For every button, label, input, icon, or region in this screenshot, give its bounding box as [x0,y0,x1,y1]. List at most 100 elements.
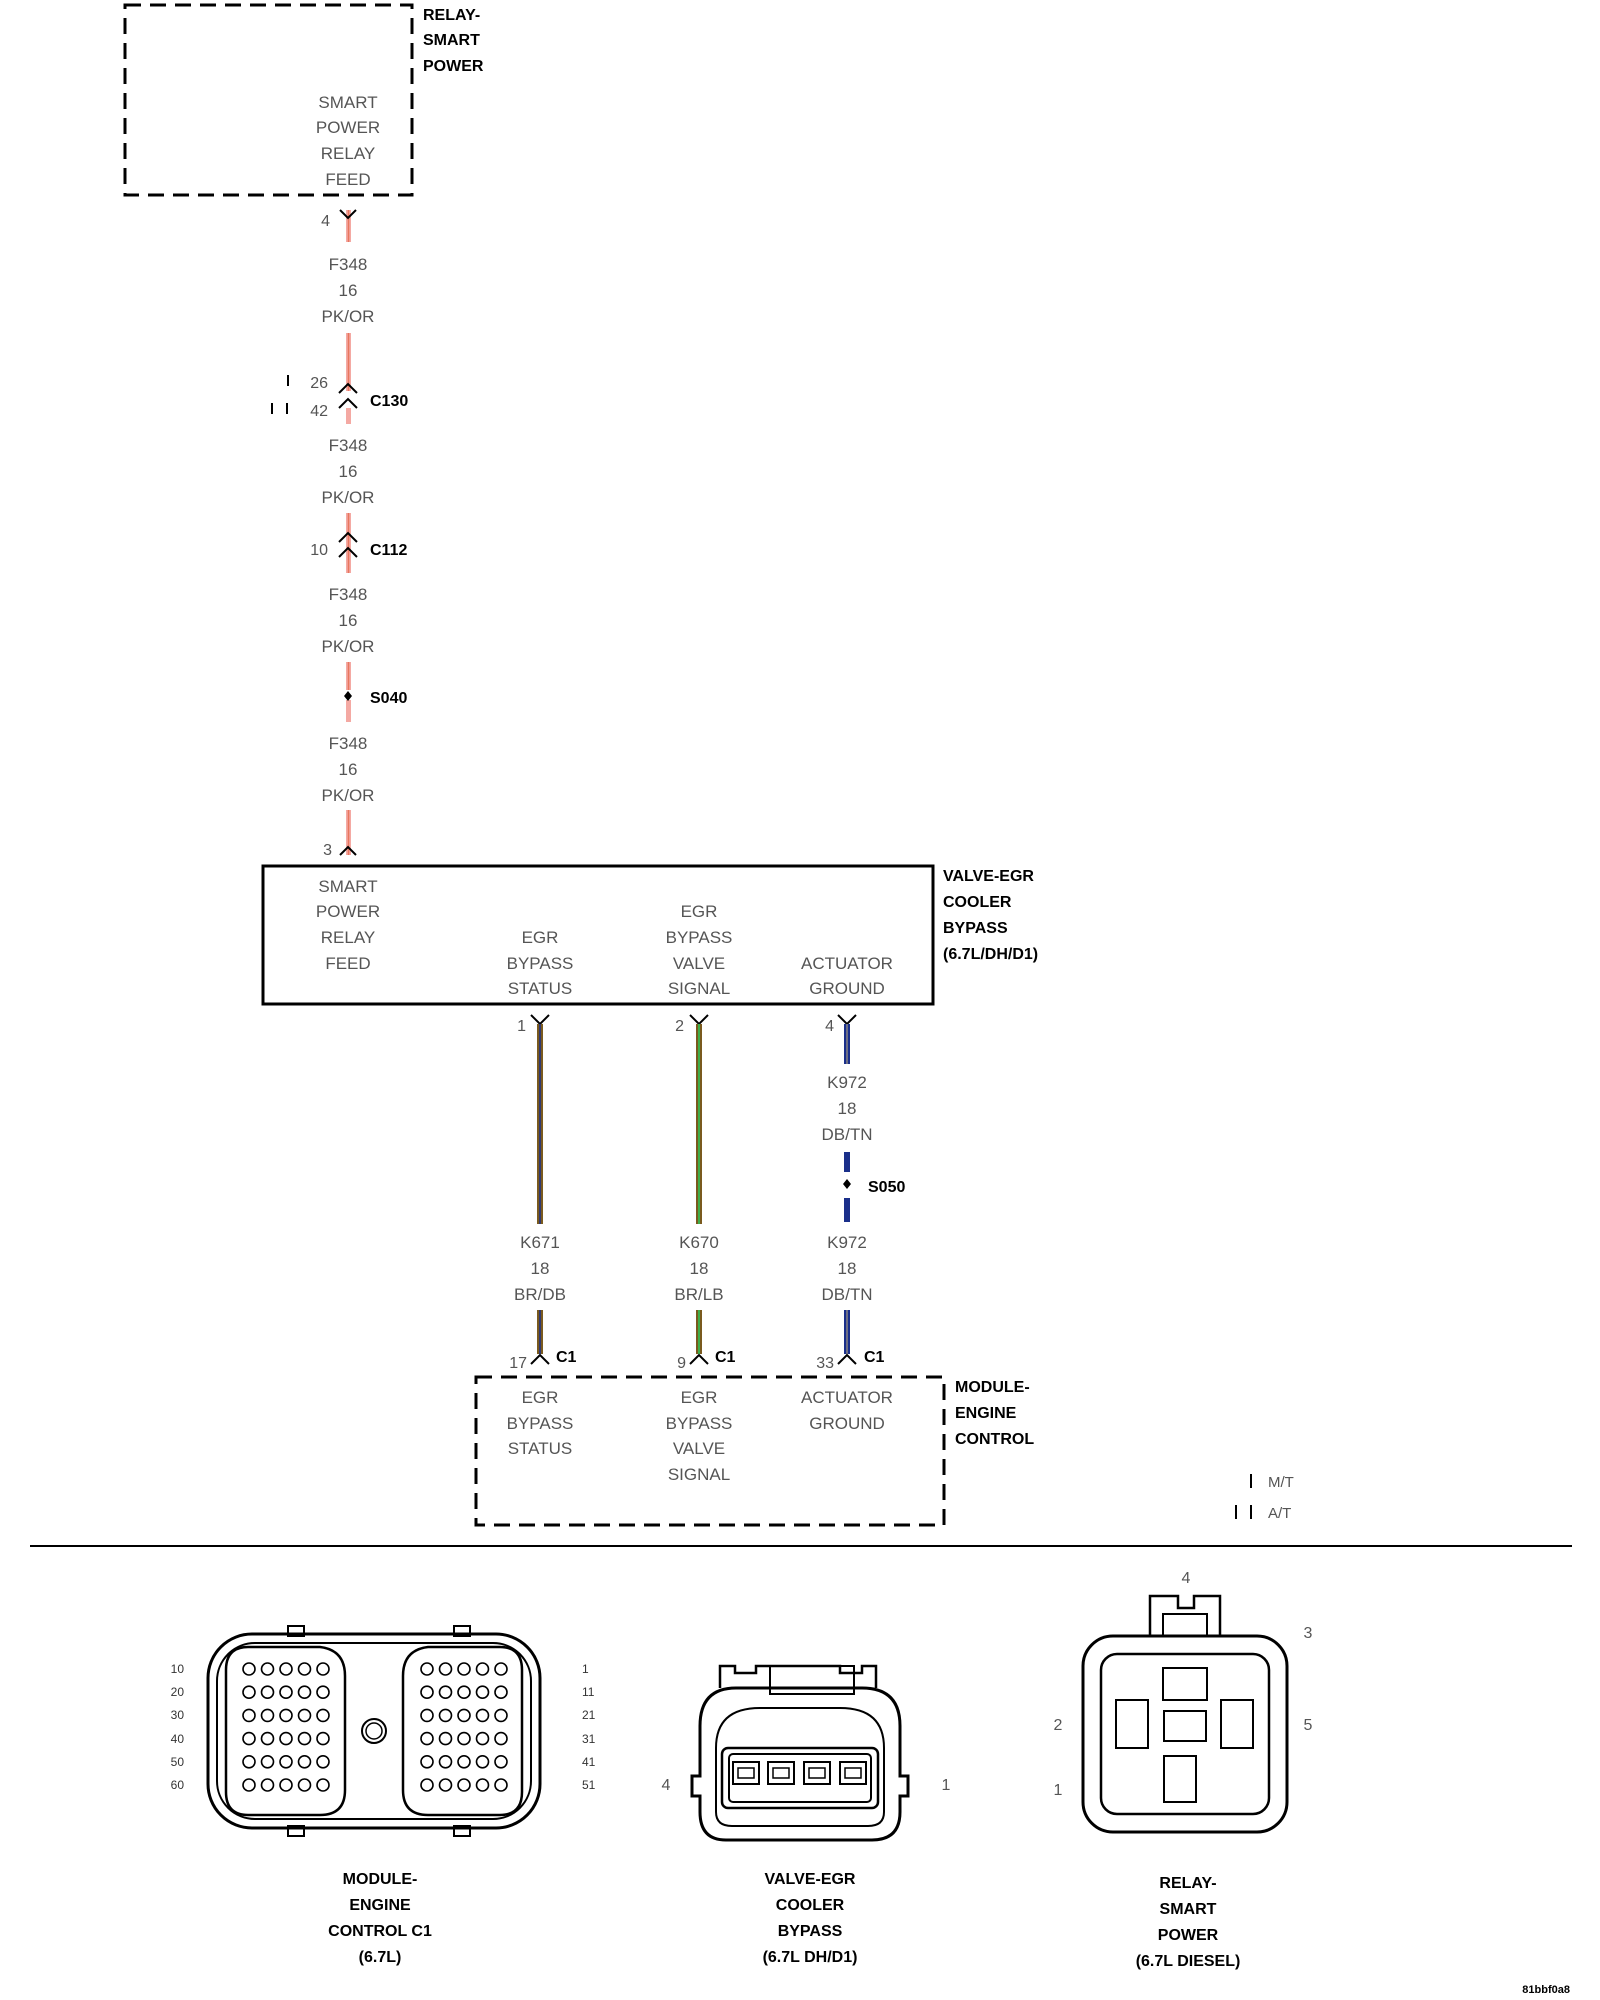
ecm-pin-cavity-left [260,1731,275,1746]
valve-pin4-symbol [837,1014,857,1026]
f348-segment-3 [346,513,351,573]
module-engine-control-box: MODULE- ENGINE CONTROL EGR BYPASS STATUS… [474,1375,1034,1527]
ecm-title-line1: MODULE- [955,1379,1030,1396]
ecm-right-pin-21: 21 [582,1708,596,1722]
valve-status-line3: STATUS [508,979,573,998]
ecm-connector-caption-line4: (6.7L) [359,1949,402,1966]
ecm-c1-label-b: C1 [715,1349,736,1366]
wire-f348: 4 F348 16 PK/OR 26 42 C130 F348 16 PK/OR… [271,209,408,859]
relay-terminal-5 [1220,1699,1254,1749]
valve-egr-cooler-bypass-box: VALVE-EGR COOLER BYPASS (6.7L/DH/D1) SMA… [261,864,1038,1006]
ecm-pin-cavity-left [242,1755,256,1769]
ecm-c1-connector-view: 10 20 30 40 50 60 1 11 21 31 41 51 MODUL… [171,1625,596,1966]
valve-ground-line1: ACTUATOR [801,954,893,973]
figure-code: 81bbf0a8 [1522,1984,1570,1996]
ecm-pin-cavity-right [475,1708,490,1723]
ecm-pin-cavity-left [279,1731,293,1746]
valve-pin4-label: 4 [825,1018,834,1035]
wire-k972: K972 18 DB/TN S050 K972 18 DB/TN [822,1024,905,1354]
ecm-pin9-label: 9 [677,1355,686,1372]
ecm-pin-cavity-left [260,1755,275,1769]
splice-s040: S040 [344,690,407,722]
relay-connector-pin1: 1 [1054,1782,1063,1799]
ecm-pin-cavity-right [420,1755,434,1769]
legend: M/T A/T [1235,1474,1294,1522]
valve-signal-line4: SIGNAL [668,979,730,998]
ecm-pin-cavity-right [438,1755,453,1769]
relay-terminal-1 [1163,1755,1197,1803]
ecm-pin-cavity-right [438,1708,453,1723]
ecm-c1-label-c: C1 [864,1349,885,1366]
ecm-pin33-label: 33 [816,1355,834,1372]
f348-gauge-1: 16 [339,281,358,300]
valve-signal-line1: EGR [681,902,718,921]
ecm-pin-cavity-right [494,1755,508,1769]
f348-circuit-2: F348 [329,436,368,455]
ecm-pin-cavity-left [242,1662,256,1676]
c130-pin-at: 42 [310,403,328,420]
ecm-pin-cavity-left [316,1755,330,1769]
k972-top-gauge: 18 [838,1099,857,1118]
f348-color-3: PK/OR [322,637,375,656]
relay-title-line3: POWER [423,58,484,75]
s040-label: S040 [370,690,407,707]
ecm-right-pin-41: 41 [582,1755,596,1769]
relay-smart-power-box: RELAY- SMART POWER SMART POWER RELAY FEE… [123,3,484,197]
k972-top-color: DB/TN [822,1125,873,1144]
ecm-pin17-symbol [530,1353,550,1365]
ecm-pin17-label: 17 [509,1355,527,1372]
f348-circuit-3: F348 [329,585,368,604]
c130-label: C130 [370,393,408,410]
ecm-pin-cavity-left [297,1662,312,1676]
ecm-title-line2: ENGINE [955,1405,1017,1422]
ecm-status-line2: BYPASS [507,1414,574,1433]
ecm-pin-cavity-left [297,1685,312,1699]
ecm-pin-cavity-right [475,1685,490,1699]
ecm-left-pin-30: 30 [171,1708,185,1722]
valve-connector-pin1: 1 [942,1777,951,1794]
k972-bot-circuit: K972 [827,1233,867,1252]
valve-connector-caption-line2: COOLER [776,1897,845,1914]
valve-pin3-symbol [339,845,357,856]
valve-status-line2: BYPASS [507,954,574,973]
relay-connector-caption-line1: RELAY- [1159,1875,1216,1892]
f348-gauge-4: 16 [339,760,358,779]
ecm-pin-cavity-left [316,1778,330,1792]
relay-inner-line3: RELAY [321,144,376,163]
ecm-right-pin-51: 51 [582,1778,596,1792]
ecm-pin-cavity-left [316,1708,330,1723]
ecm-pin-cavity-right [438,1778,453,1792]
valve-status-line1: EGR [522,928,559,947]
relay-title-line2: SMART [423,32,480,49]
k670-circuit: K670 [679,1233,719,1252]
ecm-pin-cavity-right [475,1662,490,1676]
ecm-pin-cavity-right [494,1731,508,1746]
k972-bot-color: DB/TN [822,1285,873,1304]
ecm-pin-cavity-right [420,1685,434,1699]
ecm-left-pin-50: 50 [171,1755,185,1769]
ecm-left-pin-20: 20 [171,1685,185,1699]
relay-connector-pin3: 3 [1304,1625,1313,1642]
relay-terminal-2 [1115,1699,1149,1749]
ecm-pin-cavity-left [297,1755,312,1769]
valve-pin2-label: 2 [675,1018,684,1035]
f348-segment-4 [346,662,351,690]
valve-title-line4: (6.7L/DH/D1) [943,946,1038,963]
k972-bot-gauge: 18 [838,1259,857,1278]
ecm-pin-cavity-right [420,1731,434,1746]
ecm-title-line3: CONTROL [955,1431,1034,1448]
valve-pin1-label: 1 [517,1018,526,1035]
relay-inner-line1: SMART [318,93,377,112]
valve-connector-caption-line1: VALVE-EGR [765,1871,856,1888]
valve-feed-line2: POWER [316,902,380,921]
ecm-signal-line3: VALVE [673,1439,725,1458]
relay-terminal-3 [1163,1710,1207,1742]
ecm-pin-cavity-right [438,1662,453,1676]
s050-dot [843,1179,851,1189]
ecm-pin-cavity-right [438,1731,453,1746]
legend-at-label: A/T [1268,1505,1291,1522]
s050-label: S050 [868,1179,905,1196]
ecm-pin-cavity-right [475,1755,490,1769]
ecm-pin-cavity-left [279,1778,293,1792]
